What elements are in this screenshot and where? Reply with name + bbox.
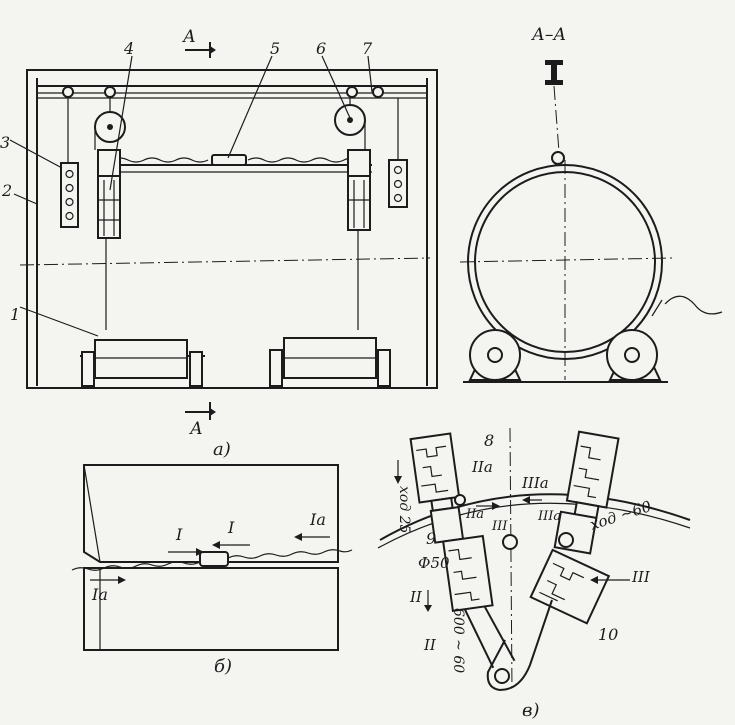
counterweight-left [60,162,79,228]
arrow-iii [590,576,598,584]
plate-lower [83,567,339,651]
pipe-arc-inner [377,502,691,549]
arrow-i-right [196,548,204,556]
pivot-right [558,532,574,548]
label-ia-left: Iа [91,585,108,604]
label-range-600: 600 ~ 60 [450,608,466,673]
caption-v: в) [522,700,540,721]
trolley-wheel [62,86,74,98]
trolley-wheel [346,86,358,98]
chain-b-right [227,549,353,559]
chain-right [247,157,361,163]
label-8: 8 [484,431,494,450]
label-2: 2 [1,181,12,200]
arrow-i-left [212,541,220,549]
pipe-arc-outer [379,493,691,541]
label-2a-2: IIа [465,507,484,522]
chain-left [111,157,209,163]
clamp-9 [442,534,494,613]
carriage-left [97,175,121,239]
label-7: 7 [362,39,373,58]
arrow-iiia [522,496,530,504]
leader-5 [227,55,273,159]
label-3-1: III [491,519,508,534]
left-arm [409,432,516,669]
label-6: 6 [316,39,326,58]
label-stroke-25: ход 25 [396,486,412,534]
pivot-left [502,534,518,550]
figure-a: 1 2 3 4 5 6 7 А А а) [0,27,438,460]
counterweight-right [388,159,408,208]
arrow-ii [424,605,432,612]
label-2a-1: IIа [471,458,493,476]
figure-section-aa: А–А [459,25,723,383]
label-10: 10 [598,625,618,644]
hanger-ball [551,151,565,165]
leader-4 [109,55,133,191]
label-i-1: I [175,525,183,544]
clamp-10 [529,548,611,625]
leader-3 [9,139,63,169]
caption-a: а) [213,439,231,460]
label-4: 4 [123,39,134,58]
label-3: 3 [0,133,10,152]
centre-line [19,257,431,266]
figure-v: 8 9 10 ход 25 ход ~60 Ф50 600 ~ 60 IIа I… [377,427,691,721]
carriage-right-head [347,149,371,177]
arrow-ia-right [294,533,302,541]
label-3a-2: IIIа [537,509,561,524]
head-8 [409,432,461,504]
pulley-right-axle [347,117,353,123]
caption-b: б) [214,656,232,677]
plate-upper [83,464,339,563]
pivot-bottom [494,668,510,684]
carriage-right [347,175,371,231]
leader-6 [321,55,351,119]
roller-support-left [94,339,188,379]
caption-aa: А–А [531,25,566,45]
lever [486,599,553,692]
label-5: 5 [270,39,280,58]
pulley-left-axle [107,124,113,130]
leader-2 [13,193,38,205]
figure-b: I I Iа Iа б) [71,464,353,677]
label-3-2: III [631,568,651,586]
head-right [565,430,620,509]
i-beam [545,60,563,85]
label-2-1: II [409,588,423,606]
section-mark-bottom: А [189,419,203,439]
label-1: 1 [10,305,20,324]
chain-b-left [71,561,201,571]
carriage-left-head [97,149,121,177]
label-i-2: I [227,518,235,537]
label-ia-right: Iа [309,510,326,529]
trolley-wheel [104,86,116,98]
arrow-ia-left [118,576,126,584]
leader-1 [19,306,99,337]
label-2-2: II [423,636,437,654]
frame-outer [26,69,438,389]
arrow-iia [492,502,500,510]
trolley-wheel [372,86,384,98]
tensioner-b [199,551,229,567]
label-3a-1: IIIа [521,474,549,492]
arrow-stroke-25 [394,476,402,484]
leader-7 [367,55,373,93]
section-mark-top: А [182,27,196,47]
label-9: 9 [426,529,436,548]
label-dia-50: Ф50 [418,554,450,572]
